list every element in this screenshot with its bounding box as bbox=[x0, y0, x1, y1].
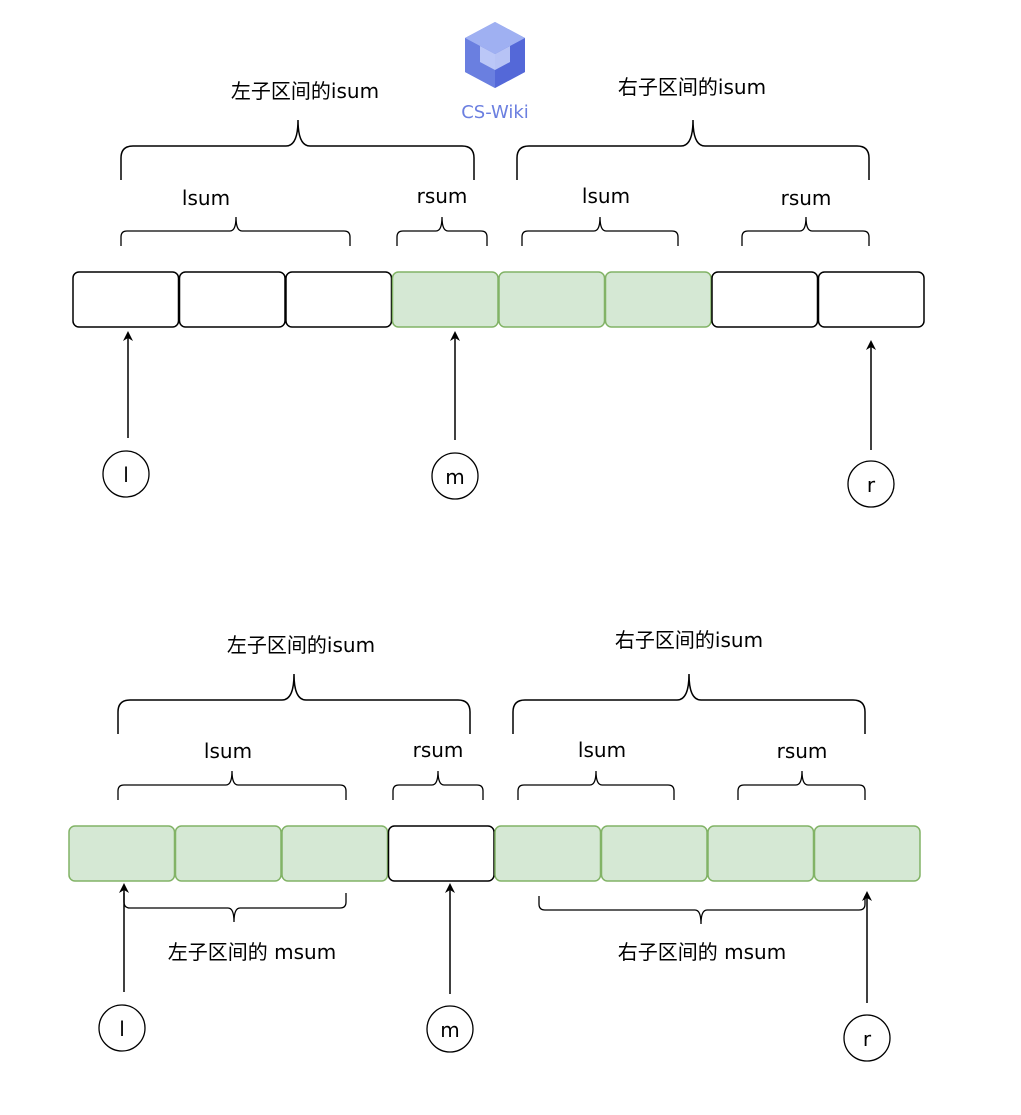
top-l-pointer: l bbox=[102, 450, 150, 498]
top-r-pointer: r bbox=[847, 460, 895, 508]
bottom-right-rsum-label: rsum bbox=[777, 739, 828, 763]
bottom-r-pointer-label: r bbox=[863, 1027, 872, 1051]
bottom-cell-2 bbox=[281, 825, 389, 882]
top-right-big-brace bbox=[516, 119, 870, 180]
logo-text: CS-Wiki bbox=[461, 102, 529, 123]
top-cell-6 bbox=[711, 271, 819, 328]
bottom-cell-7 bbox=[813, 825, 921, 882]
top-left-lsum-label: lsum bbox=[182, 186, 230, 210]
bottom-left-rsum-brace bbox=[392, 770, 484, 800]
bottom-right-rsum-brace bbox=[737, 770, 866, 800]
top-left-rsum-label: rsum bbox=[417, 184, 468, 208]
bottom-array-cells bbox=[68, 825, 921, 882]
top-left-interval-label: 左子区间的isum bbox=[231, 79, 379, 103]
bottom-cell-0 bbox=[68, 825, 176, 882]
top-right-interval-label: 右子区间的isum bbox=[618, 75, 766, 99]
bottom-cell-6 bbox=[707, 825, 815, 882]
top-cell-2 bbox=[285, 271, 393, 328]
top-array-cells bbox=[72, 271, 925, 328]
top-cell-3 bbox=[391, 271, 499, 328]
bottom-l-pointer-label: l bbox=[119, 1017, 125, 1041]
bottom-cell-3 bbox=[387, 825, 495, 882]
top-m-pointer: m bbox=[431, 452, 479, 500]
bottom-cell-4 bbox=[494, 825, 602, 882]
bottom-right-interval-label: 右子区间的isum bbox=[615, 628, 763, 652]
bottom-left-msum-brace bbox=[123, 893, 347, 923]
bottom-right-msum-label: 右子区间的 msum bbox=[618, 940, 786, 964]
bottom-left-lsum-label: lsum bbox=[204, 739, 252, 763]
top-left-rsum-brace bbox=[396, 216, 488, 246]
top-cell-5 bbox=[604, 271, 712, 328]
top-m-pointer-label: m bbox=[445, 465, 464, 489]
top-right-lsum-label: lsum bbox=[582, 184, 630, 208]
bottom-l-pointer: l bbox=[98, 1004, 146, 1052]
bottom-left-big-brace bbox=[117, 673, 471, 734]
bottom-right-lsum-label: lsum bbox=[578, 738, 626, 762]
top-right-rsum-label: rsum bbox=[781, 186, 832, 210]
cube-logo-icon bbox=[465, 22, 525, 88]
bottom-left-rsum-label: rsum bbox=[413, 738, 464, 762]
top-cell-4 bbox=[498, 271, 606, 328]
bottom-left-msum-label: 左子区间的 msum bbox=[168, 940, 336, 964]
top-cell-1 bbox=[178, 271, 286, 328]
bottom-cell-5 bbox=[600, 825, 708, 882]
top-right-rsum-brace bbox=[741, 216, 870, 246]
bottom-right-msum-brace bbox=[538, 896, 866, 925]
top-cell-0 bbox=[72, 271, 180, 328]
top-left-lsum-brace bbox=[120, 216, 351, 246]
top-r-pointer-label: r bbox=[867, 473, 876, 497]
top-diagram: 左子区间的isum 右子区间的isum lsum rsum lsum rsum … bbox=[72, 75, 925, 508]
bottom-cell-1 bbox=[174, 825, 282, 882]
bottom-r-pointer: r bbox=[843, 1014, 891, 1062]
bottom-diagram: 左子区间的isum 右子区间的isum lsum rsum lsum rsum … bbox=[68, 628, 921, 1062]
top-right-lsum-brace bbox=[521, 216, 679, 246]
cs-wiki-logo: CS-Wiki bbox=[461, 22, 529, 123]
top-left-big-brace bbox=[120, 119, 475, 180]
top-cell-7 bbox=[817, 271, 925, 328]
bottom-left-lsum-brace bbox=[117, 770, 347, 800]
bottom-right-big-brace bbox=[512, 673, 866, 734]
bottom-m-pointer: m bbox=[426, 1005, 474, 1053]
bottom-m-pointer-label: m bbox=[440, 1018, 459, 1042]
bottom-right-lsum-brace bbox=[517, 770, 675, 800]
top-l-pointer-label: l bbox=[123, 463, 129, 487]
bottom-left-interval-label: 左子区间的isum bbox=[227, 633, 375, 657]
